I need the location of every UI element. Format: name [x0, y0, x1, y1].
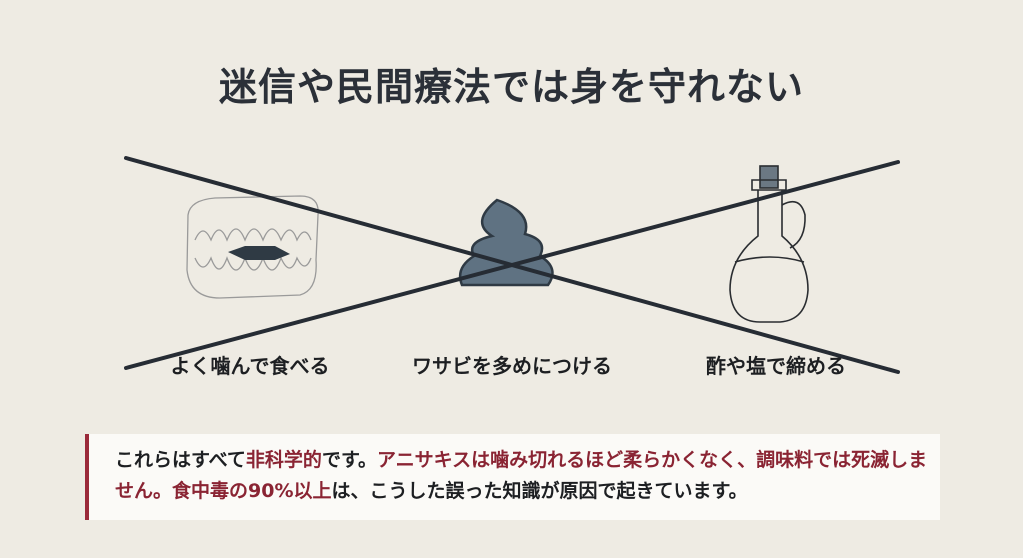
- note-text: これらはすべて: [115, 449, 246, 471]
- teeth-icon: [186, 195, 319, 299]
- item-label-chewing: よく噛んで食べる: [170, 354, 330, 378]
- item-label-wasabi: ワサビを多めにつける: [412, 354, 612, 378]
- note-highlight: アニサキスは噛み切れるほど柔らかくなく、調味料では死滅しません。食中毒の90%以…: [115, 449, 928, 502]
- cross-out-mark: [124, 156, 900, 374]
- wasabi-icon: [458, 198, 554, 287]
- item-label-vinegar-salt: 酢や塩で締める: [706, 354, 846, 378]
- note-text: は、こうした誤った知識が原因で起きています。: [331, 480, 748, 502]
- note-text: です。: [321, 449, 378, 471]
- explanation-note: これらはすべて非科学的です。アニサキスは噛み切れるほど柔らかくなく、調味料では死…: [85, 434, 940, 520]
- note-highlight: 非科学的: [245, 449, 322, 471]
- slide-title: 迷信や民間療法では身を守れない: [218, 64, 804, 109]
